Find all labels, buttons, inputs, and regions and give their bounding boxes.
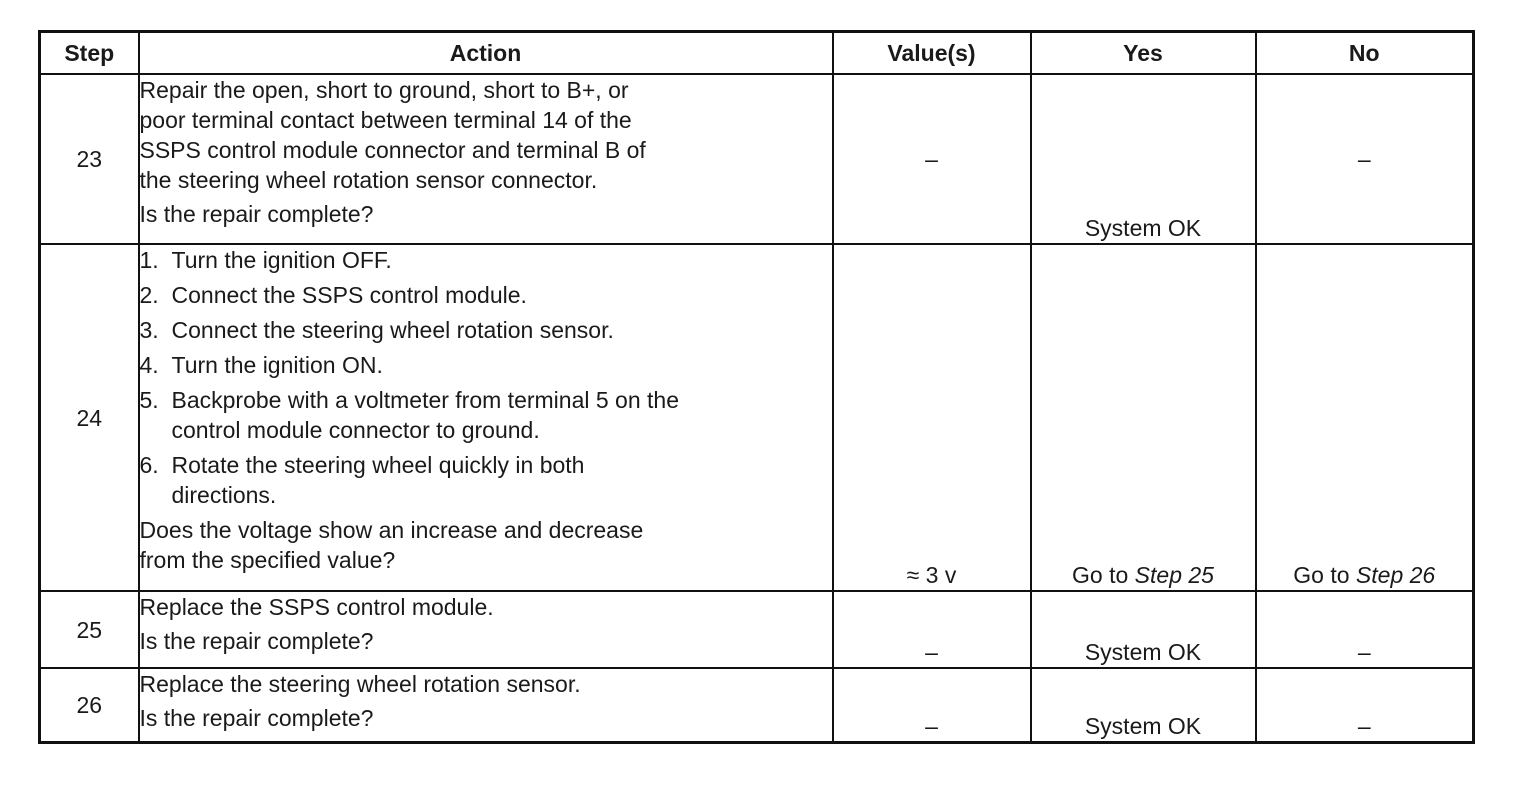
action-text: Repair the open, short to ground, short … — [139, 77, 629, 103]
procedure-list: 1. Turn the ignition OFF. 2. Connect the… — [140, 245, 832, 510]
table-row-step-26: 26 Replace the steering wheel rotation s… — [38, 667, 1475, 743]
table-row-step-23: 23 Repair the open, short to ground, sho… — [38, 73, 1475, 245]
step-number: 25 — [38, 590, 140, 669]
table-row-step-25: 25 Replace the SSPS control module. Is t… — [38, 590, 1475, 669]
yes-cell: System OK — [1029, 73, 1257, 245]
yes-cell: Go to Step 25 — [1029, 243, 1257, 592]
value-cell: ≈ 3 v — [831, 243, 1032, 592]
procedure-step-line: control module connector to ground. — [171, 417, 540, 443]
step-reference-link: Step 25 — [1134, 562, 1214, 588]
procedure-step-number: 6. — [139, 452, 159, 478]
procedure-step-line: Backprobe with a voltmeter from terminal… — [171, 387, 680, 413]
procedure-step: 4. Turn the ignition ON. — [140, 350, 832, 380]
step-number: 24 — [38, 243, 140, 592]
table-row-step-24: 24 1. Turn the ignition OFF. 2. Connect … — [38, 243, 1475, 592]
procedure-step-number: 3. — [139, 317, 159, 343]
procedure-step: 2. Connect the SSPS control module. — [140, 280, 832, 310]
header-yes: Yes — [1029, 30, 1257, 75]
action-question: Is the repair complete? — [139, 628, 374, 654]
action-cell: Replace the steering wheel rotation sens… — [137, 667, 834, 743]
action-text: poor terminal contact between terminal 1… — [139, 107, 632, 133]
action-question: Is the repair complete? — [139, 201, 374, 227]
action-question: from the specified value? — [139, 547, 396, 573]
diagnostic-table: Step Action Value(s) Yes No 23 Repair th… — [38, 30, 1475, 744]
procedure-step-text: Backprobe with a voltmeter from terminal… — [172, 385, 832, 445]
header-action: Action — [137, 30, 834, 75]
no-cell: Go to Step 26 — [1254, 243, 1475, 592]
action-cell: Replace the SSPS control module. Is the … — [137, 590, 834, 669]
yes-cell: System OK — [1029, 590, 1257, 669]
yes-prefix: Go to — [1072, 562, 1135, 588]
procedure-step-number: 1. — [139, 247, 159, 273]
action-question: Is the repair complete? — [139, 705, 374, 731]
no-cell: – — [1254, 667, 1475, 743]
procedure-step: 1. Turn the ignition OFF. — [140, 245, 832, 275]
no-cell: – — [1254, 73, 1475, 245]
step-reference-link: Step 26 — [1355, 562, 1436, 588]
header-no: No — [1254, 30, 1475, 75]
header-row: Step Action Value(s) Yes No — [38, 30, 1475, 75]
action-text: SSPS control module connector and termin… — [139, 137, 646, 163]
procedure-step: 6. Rotate the steering wheel quickly in … — [140, 450, 832, 510]
step-number: 23 — [38, 73, 140, 245]
no-cell: – — [1254, 590, 1475, 669]
procedure-step-number: 5. — [139, 387, 159, 413]
procedure-step-number: 2. — [139, 282, 159, 308]
procedure-step-text: Connect the steering wheel rotation sens… — [171, 317, 614, 343]
action-text: the steering wheel rotation sensor conne… — [139, 167, 598, 193]
action-cell: Repair the open, short to ground, short … — [137, 73, 834, 245]
procedure-step: 5. Backprobe with a voltmeter from termi… — [140, 385, 832, 445]
header-values: Value(s) — [831, 30, 1032, 75]
header-step: Step — [38, 30, 140, 75]
action-cell: 1. Turn the ignition OFF. 2. Connect the… — [137, 243, 834, 592]
procedure-step: 3. Connect the steering wheel rotation s… — [140, 315, 832, 345]
value-cell: – — [831, 73, 1032, 245]
value-cell: – — [831, 667, 1032, 743]
action-text: Replace the SSPS control module. — [139, 594, 494, 620]
procedure-step-text: Turn the ignition ON. — [171, 352, 383, 378]
procedure-step-text: Connect the SSPS control module. — [171, 282, 527, 308]
value-cell: – — [831, 590, 1032, 669]
no-prefix: Go to — [1293, 562, 1356, 588]
action-question: Does the voltage show an increase and de… — [139, 517, 644, 543]
procedure-step-line: Rotate the steering wheel quickly in bot… — [171, 452, 585, 478]
procedure-step-line: directions. — [171, 482, 277, 508]
step-number: 26 — [38, 667, 140, 743]
action-text: Replace the steering wheel rotation sens… — [139, 671, 581, 697]
procedure-step-number: 4. — [139, 352, 159, 378]
yes-cell: System OK — [1029, 667, 1257, 743]
procedure-step-text: Rotate the steering wheel quickly in bot… — [172, 450, 832, 510]
procedure-step-text: Turn the ignition OFF. — [171, 247, 392, 273]
